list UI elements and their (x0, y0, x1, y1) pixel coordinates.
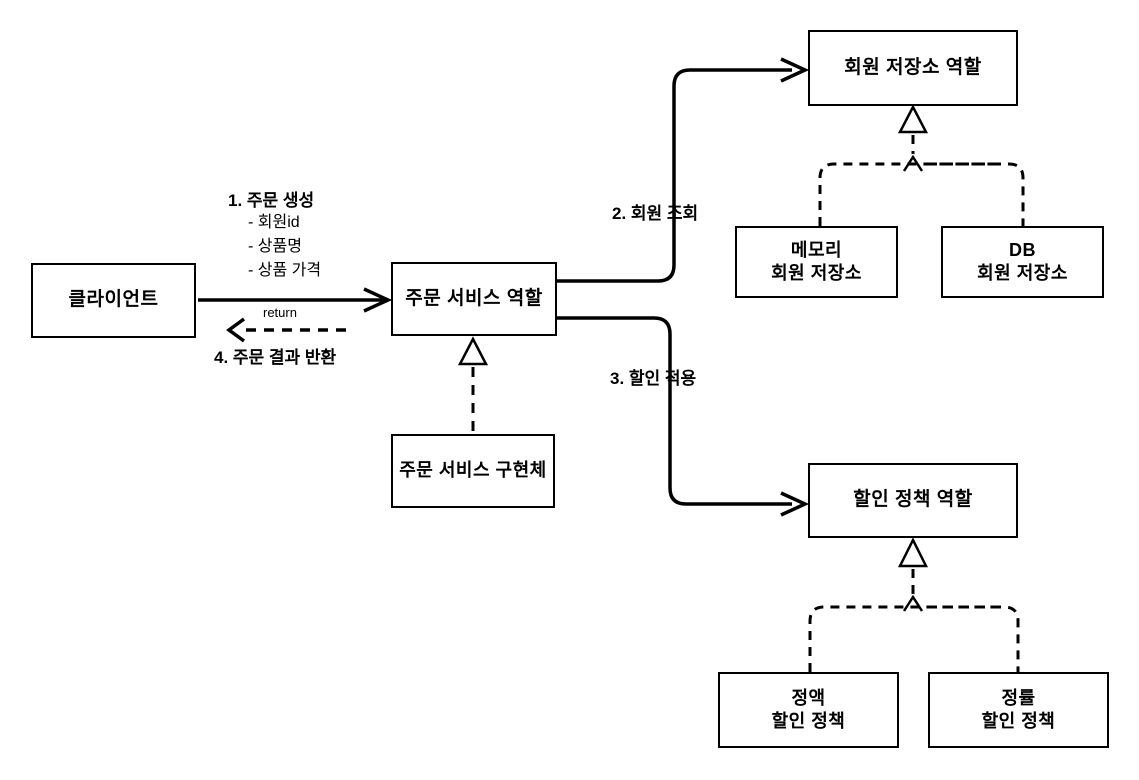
node-memory-member-repo: 메모리 회원 저장소 (735, 226, 898, 298)
label-step1-item-member-id: - 회원id (248, 214, 300, 231)
inheritance-triangle-icon (897, 104, 929, 134)
node-order-service-role: 주문 서비스 역할 (391, 262, 557, 336)
node-label-line1: 정액 (791, 687, 826, 708)
node-label-line2: 회원 저장소 (771, 263, 862, 283)
order-service-realization (457, 336, 489, 432)
node-db-member-repo: DB 회원 저장소 (941, 226, 1104, 298)
arrow-head-right-icon (780, 491, 810, 517)
return-arrow (226, 317, 348, 343)
label-step3: 3. 할인 적용 (610, 369, 697, 388)
node-label-line2: 할인 정책 (981, 711, 1056, 731)
node-label-line2: 회원 저장소 (977, 263, 1068, 283)
node-label-line2: 할인 정책 (771, 711, 846, 731)
node-client: 클라이언트 (31, 263, 196, 338)
arrow-head-right-icon (780, 57, 810, 83)
node-label-line1: 정률 (1001, 687, 1036, 708)
label-step2: 2. 회원 조회 (612, 204, 699, 223)
label-step1-item-product-price: - 상품 가격 (248, 262, 322, 279)
node-order-service-impl: 주문 서비스 구현체 (391, 434, 555, 508)
arrow-head-left-icon (226, 317, 246, 343)
label-step1-item-product-name: - 상품명 (248, 238, 302, 255)
label-step1-params: - 회원id - 상품명 - 상품 가격 (248, 211, 321, 283)
discount-apply-arrow (557, 316, 810, 517)
member-repo-realization (818, 104, 1025, 226)
node-member-repo-role: 회원 저장소 역할 (808, 30, 1018, 106)
node-fixed-discount-policy: 정액 할인 정책 (718, 672, 899, 748)
label-return: return (263, 305, 297, 320)
label-step1-title: 1. 주문 생성 (228, 191, 315, 210)
node-rate-discount-policy: 정률 할인 정책 (928, 672, 1109, 748)
chevron-up-icon (902, 594, 924, 612)
node-label-line1: 메모리 (790, 239, 843, 260)
order-create-arrow (198, 287, 393, 313)
arrow-head-right-icon (363, 287, 393, 313)
inheritance-triangle-icon (897, 537, 929, 568)
chevron-up-icon (902, 154, 924, 172)
node-discount-policy-role: 할인 정책 역할 (808, 463, 1018, 538)
member-lookup-arrow (557, 57, 810, 283)
inheritance-triangle-icon (457, 336, 489, 366)
discount-policy-realization (808, 537, 1020, 672)
label-step4: 4. 주문 결과 반환 (214, 348, 337, 367)
node-label-line1: DB (1009, 239, 1036, 260)
